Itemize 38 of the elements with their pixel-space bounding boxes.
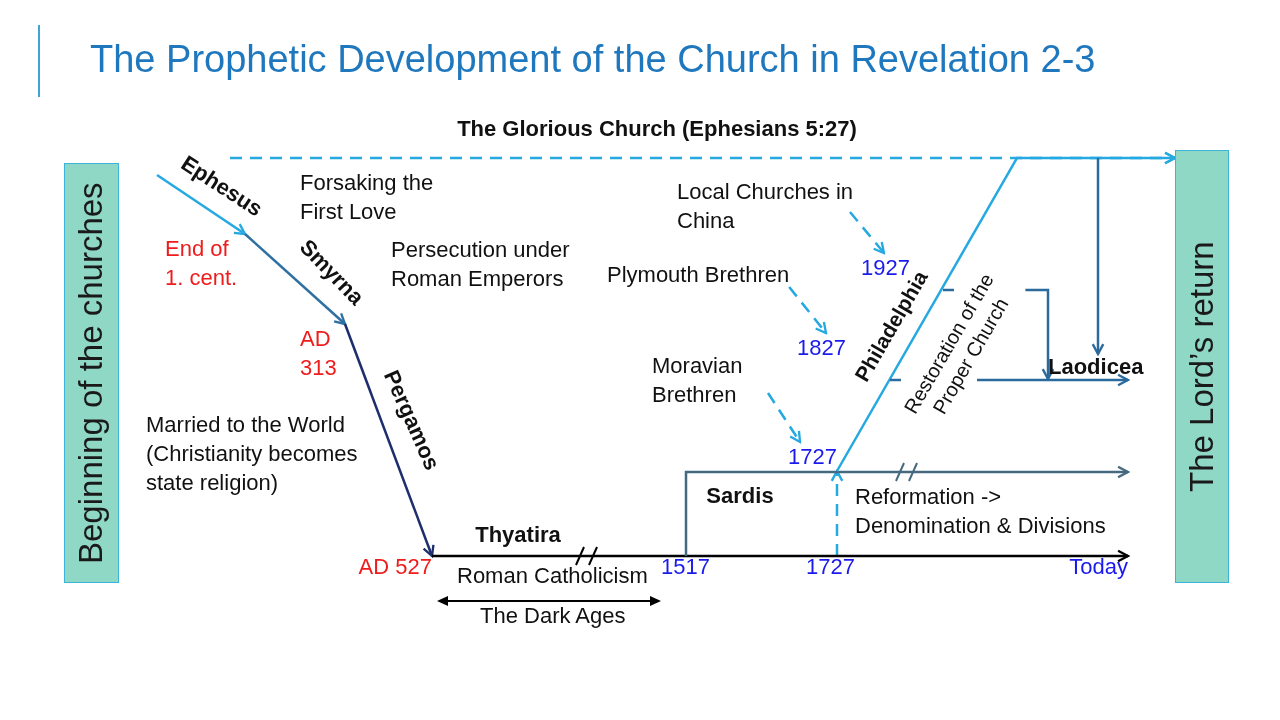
note-text: The Dark Ages	[480, 602, 626, 630]
note-text: Persecution under Roman Emperors	[391, 236, 571, 293]
edge-label: Thyatira	[475, 520, 561, 549]
date-label: 1727	[788, 442, 837, 471]
arrow	[835, 151, 1177, 472]
note-text: Local Churches in China	[677, 177, 862, 235]
arrow	[343, 323, 435, 558]
arrow	[1091, 158, 1105, 356]
arrow	[432, 549, 1130, 563]
line	[890, 378, 901, 382]
side-panel: The Lord’s return	[1175, 150, 1229, 583]
note-text: Forsaking the First Love	[300, 169, 435, 226]
date-label: 1827	[797, 333, 846, 362]
line	[943, 288, 954, 292]
arrow	[244, 233, 347, 326]
date-label: AD 313	[300, 324, 345, 382]
note-text: Reformation -> Denomination & Divisions	[855, 483, 1107, 540]
side-panel: Beginning of the churches	[64, 163, 119, 583]
arrow	[684, 465, 1130, 556]
arrow	[977, 373, 1130, 387]
period-label: Laodicea	[1048, 354, 1144, 380]
date-label: 1517	[661, 556, 710, 578]
arrow	[156, 173, 247, 236]
date-label: Today	[1069, 556, 1128, 578]
edge-label: The Glorious Church (Ephesians 5:27)	[457, 114, 857, 143]
dashed-arrow	[849, 211, 886, 255]
note-text: Roman Catholicism	[457, 562, 648, 590]
dashed-arrow	[766, 392, 802, 444]
note-text: Married to the World (Christianity becomes state religion)	[146, 411, 359, 497]
date-label: 1727	[806, 556, 855, 578]
note-text: Moravian Brethren	[652, 351, 772, 409]
slide-title: The Prophetic Development of the Church in Revelation 2-3	[90, 37, 1096, 82]
date-label: End of 1. cent.	[165, 234, 245, 292]
dashed-arrow	[788, 286, 828, 335]
arrow	[1025, 288, 1055, 381]
date-label: AD 527	[358, 556, 432, 578]
edge-label: Sardis	[706, 481, 774, 510]
note-text: Plymouth Brethren	[607, 260, 790, 289]
